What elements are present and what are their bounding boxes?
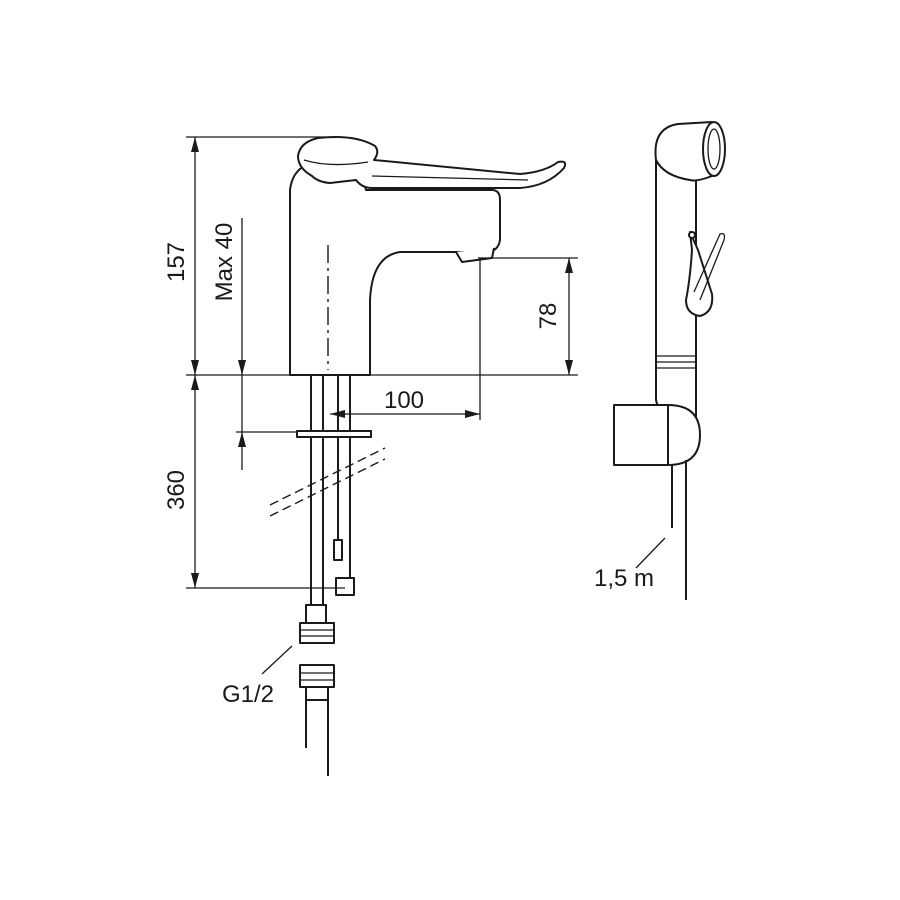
label-360: 360: [163, 470, 190, 510]
dimension-78: [478, 257, 578, 375]
g12-connector: [261, 604, 335, 776]
label-hose-length: 1,5 m: [594, 565, 654, 592]
label-g12: G1/2: [222, 681, 274, 708]
label-100: 100: [384, 387, 424, 414]
dimension-157: [186, 136, 325, 375]
hand-shower: [613, 121, 726, 600]
mixer-body: [289, 136, 567, 376]
label-max40: Max 40: [211, 223, 238, 302]
dimension-360: [186, 375, 345, 589]
dimension-max40: [236, 218, 298, 470]
label-157: 157: [163, 242, 190, 282]
dimension-100: [330, 258, 481, 420]
mounting-shanks: [269, 375, 386, 605]
label-78: 78: [535, 303, 562, 330]
